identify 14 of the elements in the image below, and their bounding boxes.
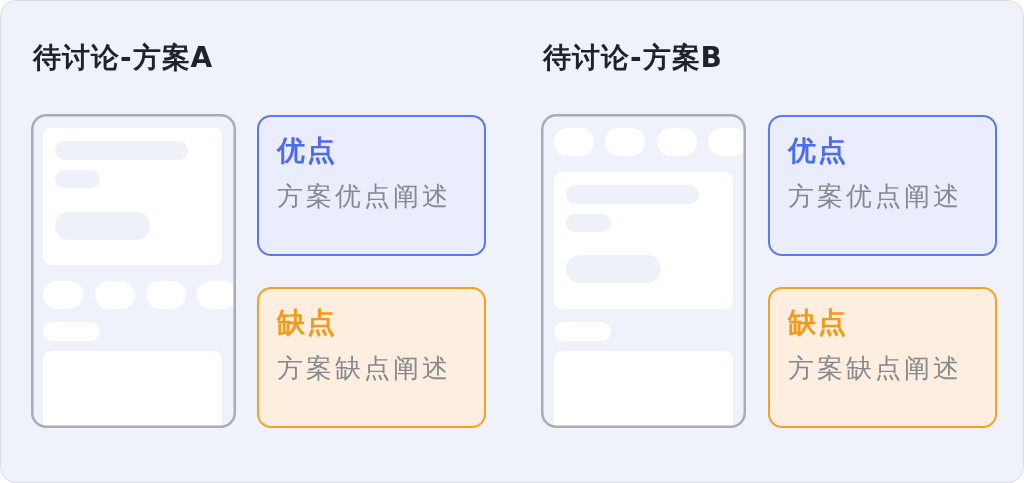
text-card [768,287,997,428]
card-description: 方案缺点阐述 [277,355,451,381]
text-card [257,287,486,428]
card-heading: 优点 [788,137,848,165]
card-description: 方案优点阐述 [277,183,451,209]
section-title: 待讨论-方案A [33,44,214,72]
card-heading: 缺点 [788,309,848,337]
card-heading: 优点 [277,137,337,165]
card-description: 方案优点阐述 [788,183,962,209]
card-description: 方案缺点阐述 [788,355,962,381]
section-title: 待讨论-方案B [543,44,723,72]
text-card [257,115,486,256]
text-card [768,115,997,256]
card-heading: 缺点 [277,309,337,337]
